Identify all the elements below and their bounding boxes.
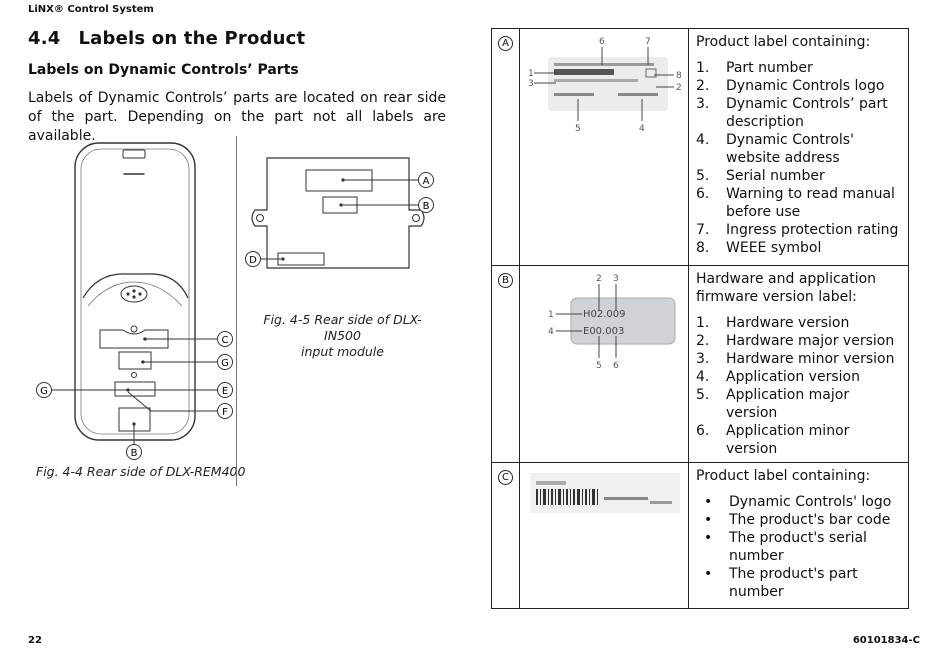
subsection-title: Labels on Dynamic Controls’ Parts <box>28 62 299 78</box>
photo-callout-5: 5 <box>596 361 602 370</box>
page-number: 22 <box>28 635 42 646</box>
list-item: 1.Part number <box>696 60 813 76</box>
labels-table: A 1 2 3 4 5 <box>491 28 909 609</box>
figure-in500: A B D <box>245 157 434 269</box>
list-item: •The product's bar code <box>704 512 891 528</box>
photo-callout-6: 6 <box>599 37 605 47</box>
list-item: •The product's serial number <box>704 530 867 564</box>
figure-4-5-caption: Fig. 4-5 Rear side of DLX-IN500 input mo… <box>245 312 440 360</box>
list-item: 5.Serial number <box>696 168 825 184</box>
photo-callout-3: 3 <box>613 274 619 284</box>
label-b-image-cell: H02.009 E00.003 1 2 3 4 5 6 <box>519 265 689 463</box>
label-a-description: Product label containing: 1.Part number … <box>688 28 909 266</box>
row-letter-cell: A <box>491 28 520 266</box>
list-item: 3.Dynamic Controls’ part description <box>696 96 888 130</box>
callout-g-left: G <box>40 386 48 397</box>
list-item: 8.WEEE symbol <box>696 240 822 256</box>
column-divider <box>236 136 237 486</box>
photo-callout-3: 3 <box>528 79 534 89</box>
label-b-photo: H02.009 E00.003 1 2 3 4 5 6 <box>548 274 676 370</box>
label-c-description: Product label containing: •Dynamic Contr… <box>688 462 909 609</box>
label-c-heading: Product label containing: <box>696 468 871 484</box>
label-c-image-cell <box>519 462 689 609</box>
callout-a: A <box>423 176 430 187</box>
callout-f: F <box>222 407 228 418</box>
list-item: 6.Warning to read manual before use <box>696 186 895 220</box>
intro-paragraph: Labels of Dynamic Controls’ parts are lo… <box>28 90 446 144</box>
photo-callout-2: 2 <box>676 83 682 93</box>
figure-rem400: C G E F B G <box>36 142 233 460</box>
row-letter-cell: C <box>491 462 520 609</box>
list-item: 4.Dynamic Controls' website address <box>696 132 854 166</box>
table-row-b: B H02.009 E00.003 1 2 3 4 5 6 Hardware <box>491 265 909 463</box>
barcode-mark <box>554 69 614 75</box>
table-row-a: A 1 2 3 4 5 <box>491 28 909 266</box>
label-b-list: 1.Hardware version 2.Hardware major vers… <box>696 314 902 458</box>
list-item: •Dynamic Controls' logo <box>704 494 892 510</box>
row-letter-c: C <box>498 470 513 485</box>
photo-callout-5: 5 <box>575 124 581 133</box>
list-item: •The product's part number <box>704 566 858 600</box>
callout-g: G <box>221 358 229 369</box>
document-number: 60101834-C <box>852 635 920 646</box>
list-item: 4.Application version <box>696 369 860 385</box>
photo-callout-2: 2 <box>596 274 602 284</box>
section-number: 4.4 <box>28 28 61 49</box>
photo-callout-8: 8 <box>676 71 682 81</box>
list-item: 1.Hardware version <box>696 315 850 331</box>
row-letter-a: A <box>498 36 513 51</box>
list-item: 2.Hardware major version <box>696 333 895 349</box>
list-item: 7.Ingress protection rating <box>696 222 899 238</box>
photo-callout-4: 4 <box>639 124 645 133</box>
callout-d: D <box>249 255 257 266</box>
label-b-description: Hardware and application firmware versio… <box>688 265 909 463</box>
label-c-photo <box>530 473 680 513</box>
application-version-text: E00.003 <box>583 326 624 337</box>
label-b-heading: Hardware and application firmware versio… <box>696 271 877 305</box>
figure-4-5-caption-line1: Fig. 4-5 Rear side of DLX-IN500 <box>263 312 422 343</box>
row-letter-b: B <box>498 273 513 288</box>
weee-icon <box>645 68 657 78</box>
label-c-list: •Dynamic Controls' logo •The product's b… <box>696 493 902 601</box>
callout-b: B <box>131 448 138 459</box>
figure-4-4-caption: Fig. 4-4 Rear side of DLX-REM400 <box>36 464 246 479</box>
photo-callout-1: 1 <box>548 310 554 320</box>
label-a-list: 1.Part number 2.Dynamic Controls logo 3.… <box>696 59 902 257</box>
label-a-heading: Product label containing: <box>696 34 871 50</box>
list-item: 3.Hardware minor version <box>696 351 895 367</box>
list-item: 5.Application major version <box>696 387 850 421</box>
label-a-photo: 1 2 3 4 5 6 7 8 <box>528 37 682 133</box>
photo-callout-6: 6 <box>613 361 619 370</box>
list-item: 2.Dynamic Controls logo <box>696 78 885 94</box>
callout-c: C <box>222 335 229 346</box>
figure-4-5-caption-line2: input module <box>301 344 384 359</box>
callout-b: B <box>423 201 430 212</box>
table-row-c: C Product label containing: •D <box>491 462 909 609</box>
hardware-version-text: H02.009 <box>583 309 626 320</box>
photo-callout-1: 1 <box>528 69 534 79</box>
photo-callout-7: 7 <box>645 37 651 47</box>
label-a-image-cell: 1 2 3 4 5 6 7 8 <box>519 28 689 266</box>
running-header: LiNX® Control System <box>28 4 154 15</box>
barcode-mark <box>536 489 598 505</box>
section-heading: 4.4 Labels on the Product <box>28 28 305 49</box>
section-title: Labels on the Product <box>78 28 306 49</box>
list-item: 6.Application minor version <box>696 423 850 457</box>
photo-callout-4: 4 <box>548 327 554 337</box>
callout-e: E <box>222 386 228 397</box>
row-letter-cell: B <box>491 265 520 463</box>
